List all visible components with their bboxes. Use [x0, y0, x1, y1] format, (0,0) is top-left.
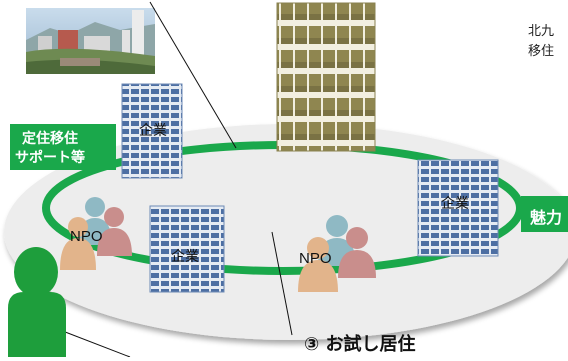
npo-people-icon	[298, 215, 376, 292]
npo-label-1: NPO	[70, 228, 103, 245]
company-label-3: 企業	[441, 196, 469, 212]
city-photo	[26, 8, 155, 74]
corner-text-line1: 北九	[528, 24, 555, 39]
office-building-icon	[121, 83, 183, 179]
leader-line-bottom	[59, 329, 131, 358]
support-label-line1: 定住移住	[22, 131, 78, 147]
leader-line-top	[149, 1, 237, 149]
npo-label-2: NPO	[299, 250, 332, 267]
right-badge-label: 魅力	[530, 208, 563, 227]
leader-line-center	[271, 231, 293, 336]
step-title: ③ お試し居住	[304, 334, 416, 355]
right-badge-box	[521, 196, 568, 232]
office-building-icon	[149, 205, 225, 293]
npo-people-icon	[60, 197, 132, 270]
corner-text-line2: 移住	[528, 44, 555, 59]
office-building-icon	[417, 159, 499, 257]
support-label-box	[10, 124, 116, 170]
tower-building-icon	[276, 2, 376, 152]
company-label-2: 企業	[171, 249, 199, 265]
company-label-1: 企業	[139, 123, 167, 139]
person-silhouette-icon	[8, 247, 66, 357]
support-label-line2: サポート等	[15, 150, 85, 166]
